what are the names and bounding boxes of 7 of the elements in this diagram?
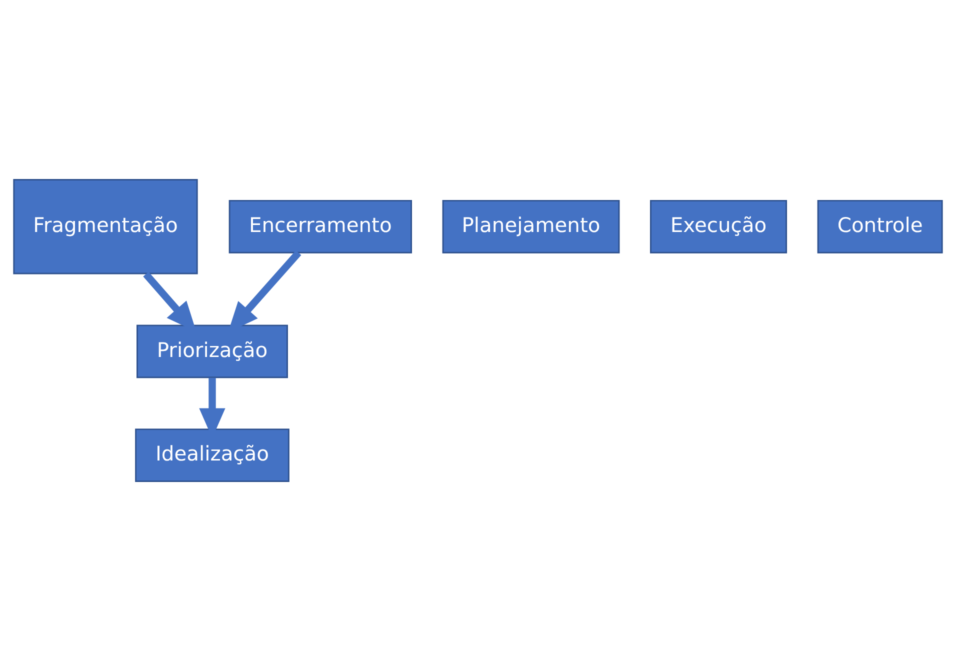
- node-box: Controle: [817, 199, 943, 253]
- node-box: Execução: [650, 199, 788, 253]
- node-box: Priorização: [136, 324, 288, 378]
- node-box: Encerramento: [228, 199, 412, 253]
- node-box: Idealização: [135, 428, 290, 482]
- node-box: Planejamento: [442, 199, 620, 253]
- node-box: Fragmentação: [13, 178, 198, 274]
